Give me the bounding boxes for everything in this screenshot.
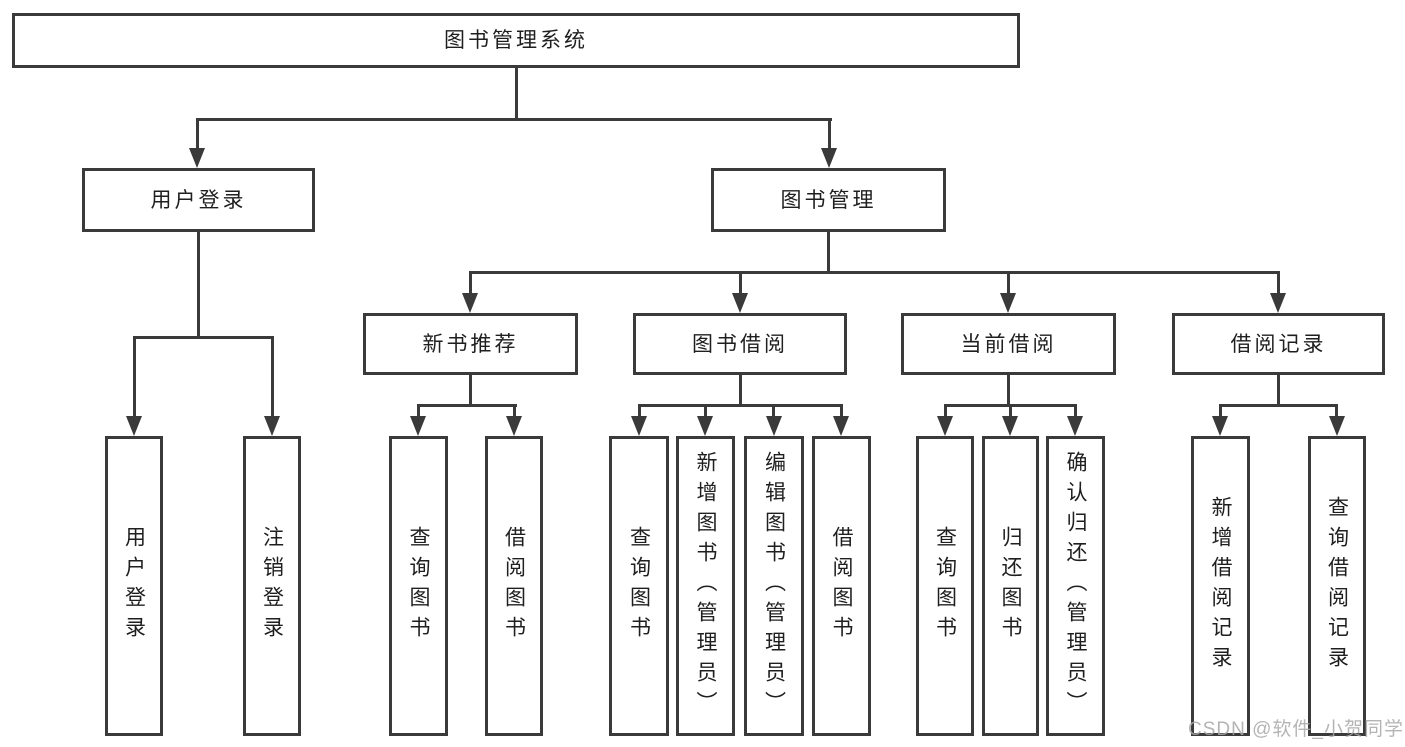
arrowhead-icon (264, 416, 280, 436)
node-label: 借阅记录 (1230, 332, 1327, 356)
connector-line (469, 271, 472, 296)
node-current-borrow: 当前借阅 (901, 313, 1116, 375)
connector-line (1007, 375, 1010, 407)
node-book-borrow: 图书借阅 (633, 313, 847, 375)
leaf-label: 新增图书（管理员） (694, 451, 717, 721)
connector-line (417, 404, 517, 407)
node-label: 图书管理 (780, 188, 877, 212)
connector-line (1219, 404, 1338, 407)
leaf-label: 用户登录 (122, 526, 146, 646)
arrowhead-icon (410, 416, 426, 436)
arrowhead-icon (631, 416, 647, 436)
arrowhead-icon (1329, 416, 1345, 436)
leaf-label: 查询图书 (407, 526, 430, 646)
arrowhead-icon (126, 416, 142, 436)
node-label: 图书管理系统 (444, 29, 588, 52)
connector-line (739, 271, 742, 296)
connector-line (1009, 404, 1012, 418)
arrowhead-icon (766, 416, 782, 436)
connector-line (513, 404, 516, 418)
leaf-label: 注销登录 (260, 526, 284, 646)
node-user-login: 用户登录 (82, 168, 315, 232)
connector-line (1335, 404, 1338, 418)
node-library-management-system: 图书管理系统 (12, 13, 1020, 68)
connector-line (1074, 404, 1077, 418)
connector-line (197, 232, 200, 338)
leaf-label: 查询图书 (933, 526, 957, 646)
connector-line (1007, 271, 1010, 296)
arrowhead-icon (1000, 293, 1016, 313)
connector-line (638, 404, 641, 418)
connector-line (739, 375, 742, 407)
node-label: 当前借阅 (960, 332, 1057, 356)
connector-line (1219, 404, 1222, 418)
connector-line (196, 118, 199, 150)
leaf-query-borrow-record: 查询借阅记录 (1308, 436, 1366, 736)
connector-line (638, 404, 843, 407)
leaf-add-book-admin: 新增图书（管理员） (676, 436, 735, 736)
arrowhead-icon (1002, 416, 1018, 436)
arrowhead-icon (821, 148, 837, 168)
leaf-borrow-book-recommend: 借阅图书 (485, 436, 543, 736)
node-book-management: 图书管理 (711, 168, 946, 232)
connector-line (1277, 375, 1280, 407)
connector-line (271, 336, 274, 418)
connector-line (827, 232, 830, 273)
watermark: CSDN @软件_小贺同学 (1188, 719, 1404, 740)
arrowhead-icon (732, 293, 748, 313)
leaf-label: 查询图书 (627, 526, 651, 646)
connector-line (1277, 271, 1280, 296)
leaf-label: 借阅图书 (502, 526, 526, 646)
arrowhead-icon (189, 148, 205, 168)
connector-line (133, 336, 136, 418)
leaf-label: 归还图书 (999, 526, 1022, 646)
arrowhead-icon (833, 416, 849, 436)
connector-line (828, 118, 831, 150)
connector-line (704, 404, 707, 418)
leaf-confirm-return-admin: 确认归还（管理员） (1046, 436, 1105, 736)
arrowhead-icon (462, 293, 478, 313)
leaf-borrow-book: 借阅图书 (812, 436, 871, 736)
leaf-label: 借阅图书 (830, 526, 853, 646)
connector-line (469, 271, 1280, 274)
arrowhead-icon (1270, 293, 1286, 313)
leaf-label: 编辑图书（管理员） (762, 451, 786, 721)
leaf-user-login: 用户登录 (105, 436, 163, 736)
connector-line (196, 118, 832, 121)
leaf-query-book-borrow: 查询图书 (609, 436, 669, 736)
connector-line (772, 404, 775, 418)
connector-line (469, 375, 472, 407)
connector-line (515, 68, 518, 120)
arrowhead-icon (506, 416, 522, 436)
connector-line (840, 404, 843, 418)
leaf-return-book: 归还图书 (982, 436, 1039, 736)
leaf-logout: 注销登录 (243, 436, 301, 736)
leaf-label: 新增借阅记录 (1209, 496, 1232, 676)
arrowhead-icon (1067, 416, 1083, 436)
node-label: 用户登录 (150, 188, 247, 212)
arrowhead-icon (1212, 416, 1228, 436)
connector-line (417, 404, 420, 418)
leaf-label: 确认归还（管理员） (1064, 451, 1087, 721)
leaf-label: 查询借阅记录 (1325, 496, 1349, 676)
node-label: 新书推荐 (422, 332, 519, 356)
arrowhead-icon (697, 416, 713, 436)
connector-line (944, 404, 947, 418)
node-new-book-recommend: 新书推荐 (363, 313, 578, 375)
leaf-query-book-recommend: 查询图书 (389, 436, 448, 736)
leaf-edit-book-admin: 编辑图书（管理员） (744, 436, 804, 736)
arrowhead-icon (937, 416, 953, 436)
connector-line (133, 336, 274, 339)
leaf-add-borrow-record: 新增借阅记录 (1191, 436, 1250, 736)
leaf-query-book-current: 查询图书 (916, 436, 974, 736)
node-borrow-records: 借阅记录 (1172, 313, 1385, 375)
node-label: 图书借阅 (692, 332, 788, 356)
